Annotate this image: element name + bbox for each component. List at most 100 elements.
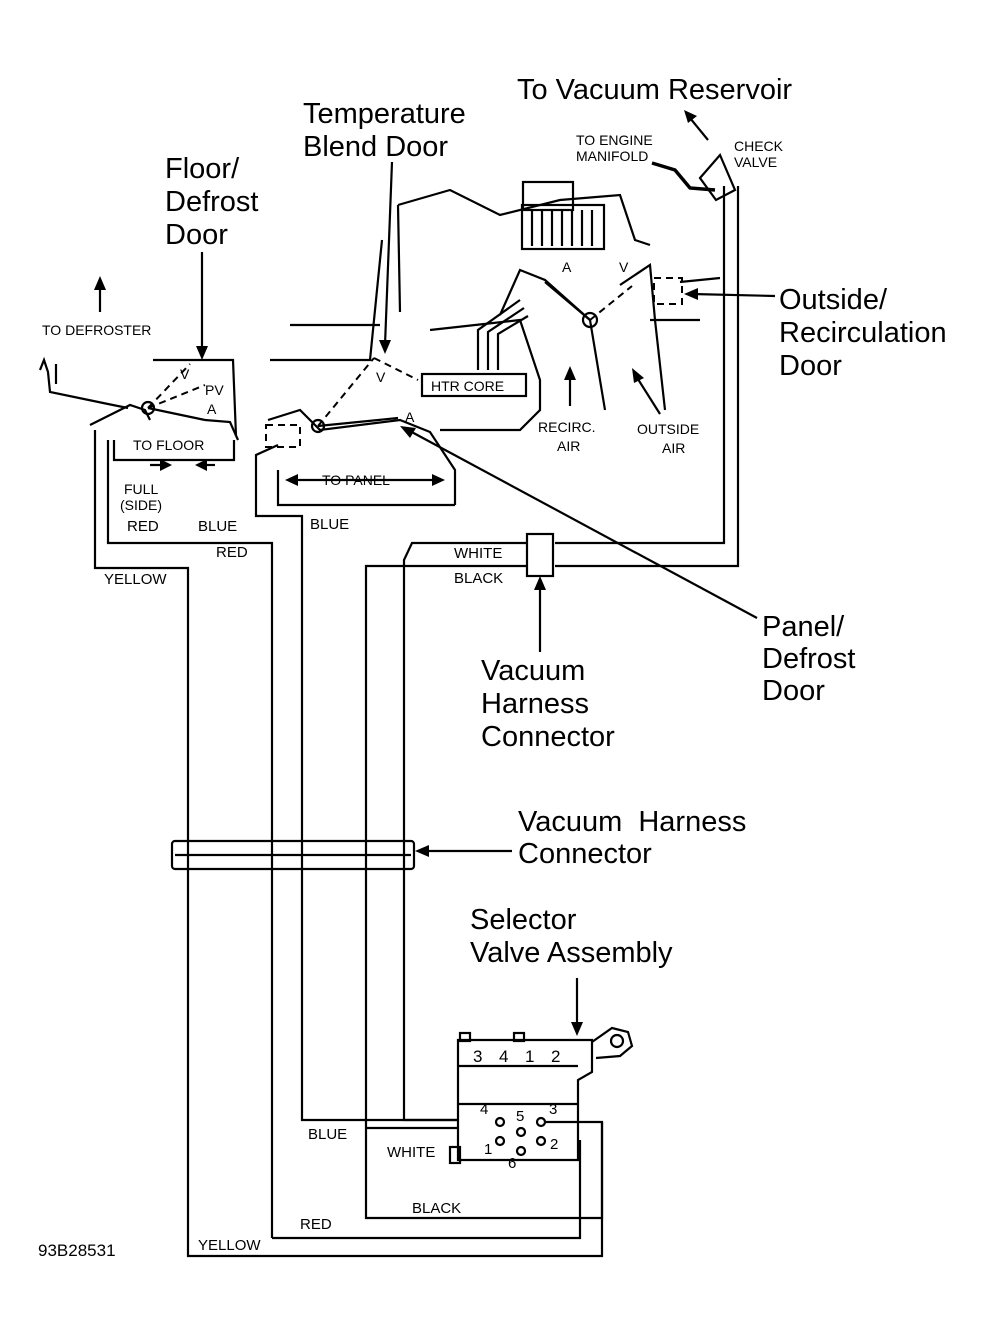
- vacuum-motor-can: [521, 180, 575, 212]
- callout-vhc-upper-line1: Vacuum: [481, 655, 585, 687]
- panel-duct-upper: [270, 239, 384, 362]
- vacuum-harness-connector-lower: [170, 839, 416, 871]
- valve-port-label-6: 6: [508, 1155, 516, 1172]
- valve-side-fitting: [448, 1145, 462, 1165]
- hose-label-red-mid: RED: [216, 544, 248, 561]
- label-full-side-line2: (SIDE): [120, 497, 162, 513]
- callout-vhc-upper-line3: Connector: [481, 721, 615, 753]
- callout-floor-defrost-line3: Door: [165, 219, 228, 251]
- valve-port-label-4: 4: [480, 1101, 488, 1118]
- hose-label-white-bottom: WHITE: [387, 1144, 435, 1161]
- floor-housing-right: [204, 418, 240, 441]
- hose-yellow: [93, 430, 604, 1258]
- floor-outlet-frame: [112, 440, 236, 462]
- duct-assembly: [38, 152, 737, 507]
- hose-label-blue-mid: BLUE: [310, 516, 349, 533]
- valve-tab-left: [458, 1031, 472, 1043]
- recirc-door-pivot: [581, 311, 599, 329]
- arrowhead-panel-defrost: [400, 426, 416, 438]
- selector-valve-assembly: 3 4 1 2 4 5 3 1 2 6: [448, 1026, 634, 1172]
- label-pos-v-floor: V: [180, 366, 190, 382]
- heater-core-tubes: [476, 299, 529, 370]
- leader-outside-air: [635, 375, 661, 415]
- valve-port-label-5: 5: [516, 1108, 524, 1125]
- callout-vhc-lower-line2: Connector: [518, 838, 652, 870]
- valve-port-1: [494, 1135, 506, 1147]
- arrowhead-to-defroster: [94, 276, 106, 290]
- floor-arrowhead-right: [195, 459, 207, 471]
- valve-port-4: [494, 1116, 506, 1128]
- panel-door-actuator-alt: [265, 424, 301, 448]
- callout-floor-defrost-line2: Defrost: [165, 186, 258, 218]
- callout-panel-defrost-line2: Defrost: [762, 643, 855, 675]
- valve-port-label-2: 2: [550, 1136, 558, 1153]
- floor-arrowhead-left: [160, 459, 172, 471]
- hose-label-red-bottom: RED: [300, 1216, 332, 1233]
- defroster-duct-outer: [38, 356, 129, 410]
- label-to-floor: TO FLOOR: [133, 437, 204, 453]
- hose-supply-inner: [555, 186, 740, 568]
- engine-manifold-hose: [651, 161, 716, 192]
- arrowhead-outside-recirc: [684, 288, 698, 300]
- recirc-inlet-right: [619, 263, 667, 411]
- hose-label-blue-bottom: BLUE: [308, 1126, 347, 1143]
- valve-top-port-2: 4: [499, 1047, 508, 1066]
- hose-red: [106, 440, 274, 1238]
- floor-door-dash-v: [147, 363, 191, 409]
- label-full-side-line1: FULL: [124, 481, 158, 497]
- valve-lever-hole: [609, 1033, 625, 1049]
- valve-lever-arm: [591, 1026, 634, 1060]
- callout-floor-defrost-line1: Floor/: [165, 153, 240, 185]
- valve-top-port-1: 3: [473, 1047, 482, 1066]
- hose-label-blue-top-left: BLUE: [198, 518, 237, 535]
- blend-door-dash: [373, 357, 419, 381]
- label-outside-air-line2: AIR: [662, 440, 685, 456]
- plenum-housing-top: [396, 188, 651, 313]
- hose-label-yellow-bottom: YELLOW: [198, 1237, 261, 1254]
- arrowhead-vhc-upper: [534, 576, 546, 590]
- recirc-door-blade: [544, 281, 591, 321]
- panel-door-pivot: [310, 418, 326, 434]
- label-pos-pv-floor: PV: [205, 382, 224, 398]
- to-panel-arrowhead-left: [285, 474, 298, 486]
- label-recirc-air-line2: AIR: [557, 438, 580, 454]
- callout-selector-line1: Selector: [470, 904, 577, 936]
- callout-vhc-upper-line2: Harness: [481, 688, 589, 720]
- label-htr-core: HTR CORE: [431, 378, 504, 394]
- hose-label-yellow-top: YELLOW: [104, 571, 167, 588]
- callout-panel-defrost-line1: Panel/: [762, 611, 845, 643]
- label-to-defroster: TO DEFROSTER: [42, 322, 151, 338]
- hose-supply-outer: [555, 186, 726, 545]
- recirc-door-dash: [589, 285, 633, 321]
- floor-door-pivot: [140, 400, 156, 416]
- label-pos-v-recirc: V: [619, 259, 629, 275]
- motor-fin-body: [520, 203, 606, 251]
- floor-defrost-door-blade: [147, 406, 206, 422]
- leader-temp-blend: [383, 161, 394, 346]
- callout-outside-recirc-line1: Outside/: [779, 284, 888, 316]
- valve-body: [456, 1038, 594, 1162]
- hose-label-black-bottom: BLACK: [412, 1200, 461, 1217]
- leader-panel-defrost: [407, 429, 758, 619]
- hose-label-red-top: RED: [127, 518, 159, 535]
- arrowhead-vhc-lower: [415, 845, 429, 857]
- arrowhead-temp-blend: [379, 340, 391, 354]
- label-pos-a-recirc: A: [562, 259, 572, 275]
- callout-outside-recirc-line2: Recirculation: [779, 317, 947, 349]
- callout-outside-recirc-line3: Door: [779, 350, 842, 382]
- leader-outside-recirc: [691, 292, 776, 298]
- valve-top-port-3: 1: [525, 1047, 534, 1066]
- vacuum-hoses: [93, 186, 740, 1258]
- valve-port-6: [515, 1145, 527, 1157]
- hose-blue-panel: [254, 443, 457, 1122]
- callout-vhc-lower-line1: Vacuum Harness: [518, 806, 746, 838]
- arrowhead-selector: [571, 1022, 583, 1036]
- callout-vacuum-reservoir: To Vacuum Reservoir: [517, 74, 792, 106]
- valve-port-3: [535, 1116, 547, 1128]
- panel-duct-lower: [267, 408, 457, 505]
- vacuum-harness-connector-upper: [525, 532, 555, 578]
- callout-temp-blend-line1: Temperature: [303, 98, 466, 130]
- label-check-valve-line2: VALVE: [734, 154, 777, 170]
- valve-top-port-4: 2: [551, 1047, 560, 1066]
- label-pos-a-panel: A: [405, 409, 415, 425]
